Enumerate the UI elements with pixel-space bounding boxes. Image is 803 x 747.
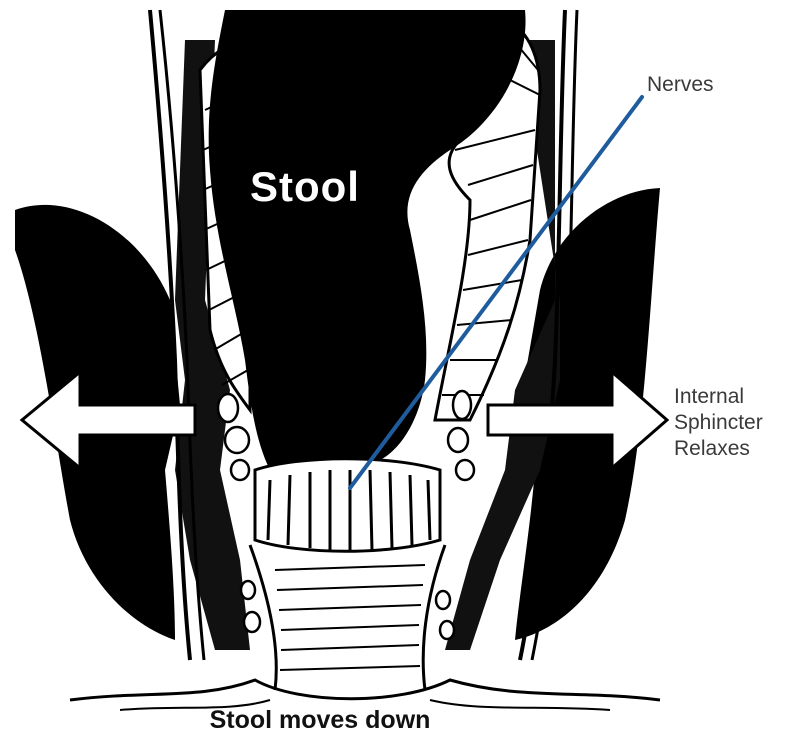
sphincter-label-line2: Sphincter [674, 410, 763, 436]
sphincter-label-line3: Relaxes [674, 436, 763, 462]
skin-contour [70, 680, 660, 700]
anal-columns [255, 459, 440, 552]
diagram-caption: Stool moves down [0, 706, 640, 735]
internal-sphincter-label: Internal Sphincter Relaxes [674, 384, 763, 462]
stool-label: Stool [250, 163, 360, 211]
sphincter-label-line1: Internal [674, 384, 763, 410]
anal-canal [250, 545, 445, 690]
nerves-label: Nerves [647, 72, 714, 98]
